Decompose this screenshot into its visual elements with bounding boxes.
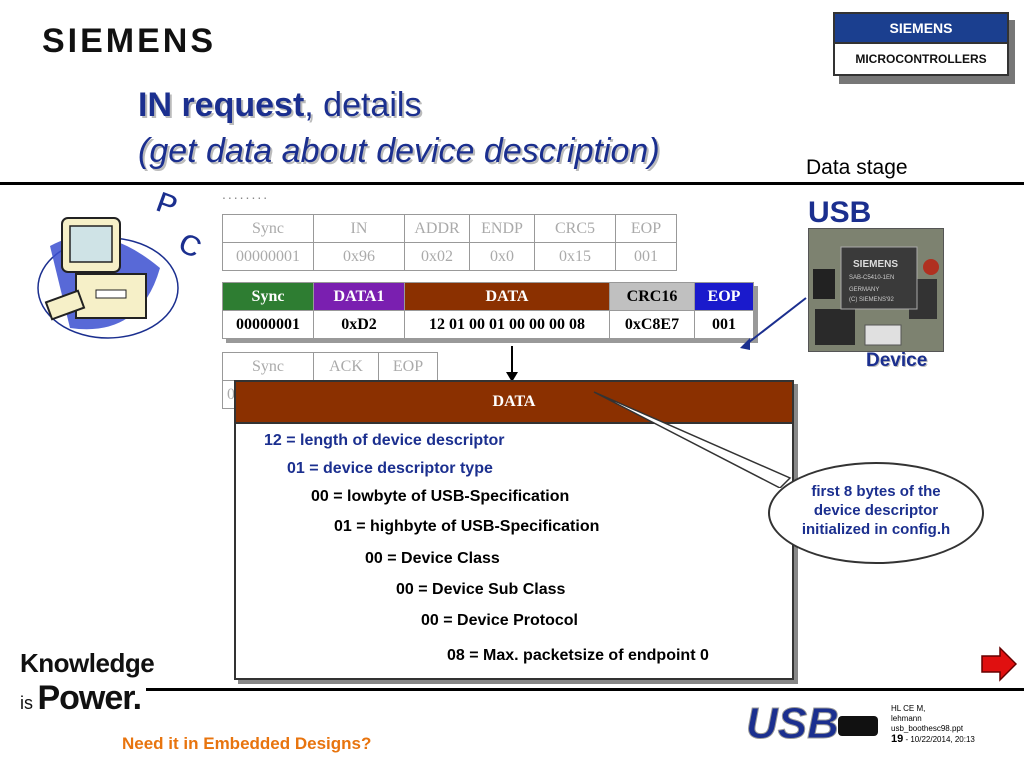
data-val-eop: 001 xyxy=(694,310,754,339)
data-hdr-crc16: CRC16 xyxy=(609,282,695,311)
descriptor-line-class: 00 = Device Class xyxy=(365,550,500,567)
data-val-data: 12 01 00 01 00 00 00 08 xyxy=(404,310,610,339)
in-val-sync: 00000001 xyxy=(222,242,314,271)
device-board-image: SIEMENS SAB-C5410-1EN GERMANY (C) SIEMEN… xyxy=(808,228,944,352)
device-board-drawing: SIEMENS SAB-C5410-1EN GERMANY (C) SIEMEN… xyxy=(809,229,943,351)
title-bold: IN request xyxy=(138,86,305,124)
descriptor-line-usb-low: 00 = lowbyte of USB-Specification xyxy=(311,488,570,505)
ellipsis-dots: ........ xyxy=(222,186,270,202)
chip-copyright: (C) SIEMENS'92 xyxy=(849,297,894,303)
ack-hdr-eop: EOP xyxy=(378,352,438,381)
callout-line-1: first 8 bytes of the xyxy=(811,483,941,500)
chip-origin: GERMANY xyxy=(849,287,879,293)
callout-pointer xyxy=(593,391,792,488)
badge-top-label: SIEMENS xyxy=(835,14,1007,42)
data-breakdown-box: DATA xyxy=(234,380,794,680)
footer-info: HL CE M, lehmann usb_boothesc98.ppt 19 -… xyxy=(891,704,975,745)
slide-title: IN request, details xyxy=(138,86,421,125)
ack-hdr-ack: ACK xyxy=(313,352,379,381)
footer-dept: HL CE M, xyxy=(891,704,926,713)
in-val-addr: 0x02 xyxy=(404,242,470,271)
in-hdr-addr: ADDR xyxy=(404,214,470,243)
stage-label: Data stage xyxy=(806,156,908,179)
callout-bubble: first 8 bytes of the device descriptor i… xyxy=(768,462,984,564)
next-slide-arrow-icon[interactable] xyxy=(980,646,1018,682)
usb-label: USB xyxy=(808,196,872,229)
footer-date: 10/22/2014, 20:13 xyxy=(910,735,975,744)
in-val-in: 0x96 xyxy=(313,242,405,271)
pc-letter-c: C xyxy=(173,226,207,265)
data-packet: Sync DATA1 DATA CRC16 EOP 00000001 0xD2 … xyxy=(222,282,754,339)
device-label: Device xyxy=(866,350,928,371)
data-hdr-eop: EOP xyxy=(694,282,754,311)
pc-illustration: P C xyxy=(37,188,207,339)
descriptor-line-length: 12 = length of device descriptor xyxy=(264,432,505,449)
kp-power: Power. xyxy=(37,679,142,717)
chip-brand: SIEMENS xyxy=(853,259,898,270)
paren-open: ( xyxy=(138,132,150,170)
callout-line-3: initialized in config.h xyxy=(801,521,951,538)
packet-to-device-arrow xyxy=(740,297,807,350)
footer-file: usb_boothesc98.ppt xyxy=(891,724,964,733)
data-val-sync: 00000001 xyxy=(222,310,314,339)
descriptor-line-type: 01 = device descriptor type xyxy=(287,460,493,477)
paren-close: ) xyxy=(648,132,660,170)
pc-letter-p: P xyxy=(152,188,182,223)
badge-bottom-label: MICROCONTROLLERS xyxy=(835,42,1007,74)
footer-author: lehmann xyxy=(891,714,922,723)
in-val-eop: 001 xyxy=(615,242,677,271)
knowledge-is-power-logo: Knowledge is Power. xyxy=(20,648,155,718)
data-hdr-sync: Sync xyxy=(222,282,314,311)
page-number: 19 xyxy=(891,733,904,745)
bottom-divider xyxy=(146,688,1024,691)
descriptor-line-protocol: 00 = Device Protocol xyxy=(421,612,578,629)
in-hdr-in: IN xyxy=(313,214,405,243)
usb-logo: USB xyxy=(746,699,878,748)
top-divider xyxy=(0,182,1024,185)
subtitle-text: get data about device description xyxy=(149,132,649,170)
data-box-header: DATA xyxy=(236,382,792,424)
callout-line-2: device descriptor xyxy=(813,502,939,519)
kp-knowledge: Knowledge xyxy=(20,648,155,678)
data-hdr-data: DATA xyxy=(404,282,610,311)
descriptor-line-packetsize: 08 = Max. packetsize of endpoint 0 xyxy=(447,647,709,664)
chip-part: SAB-C5410-1EN xyxy=(849,275,894,281)
in-token-packet: Sync IN ADDR ENDP CRC5 EOP 00000001 0x96… xyxy=(222,214,677,271)
callout-text: first 8 bytes of the device descriptor i… xyxy=(770,482,982,539)
down-arrow xyxy=(506,346,518,382)
in-hdr-endp: ENDP xyxy=(469,214,535,243)
data-hdr-data1: DATA1 xyxy=(313,282,405,311)
data-val-crc16: 0xC8E7 xyxy=(609,310,695,339)
in-hdr-eop: EOP xyxy=(615,214,677,243)
descriptor-line-subclass: 00 = Device Sub Class xyxy=(396,581,566,598)
kp-is: is xyxy=(20,693,33,713)
slide-subtitle: (get data about device description) xyxy=(138,132,660,171)
in-hdr-crc5: CRC5 xyxy=(534,214,616,243)
siemens-logo: SIEMENS xyxy=(42,22,217,60)
in-val-endp: 0x0 xyxy=(469,242,535,271)
usb-logo-text: USB xyxy=(746,699,839,748)
title-rest: , details xyxy=(304,86,422,124)
in-hdr-sync: Sync xyxy=(222,214,314,243)
tagline: Need it in Embedded Designs? xyxy=(122,734,372,753)
microcontrollers-badge: SIEMENS MICROCONTROLLERS xyxy=(833,12,1009,76)
descriptor-line-usb-high: 01 = highbyte of USB-Specification xyxy=(334,518,600,535)
data-val-data1: 0xD2 xyxy=(313,310,405,339)
in-val-crc5: 0x15 xyxy=(534,242,616,271)
ack-hdr-sync: Sync xyxy=(222,352,314,381)
